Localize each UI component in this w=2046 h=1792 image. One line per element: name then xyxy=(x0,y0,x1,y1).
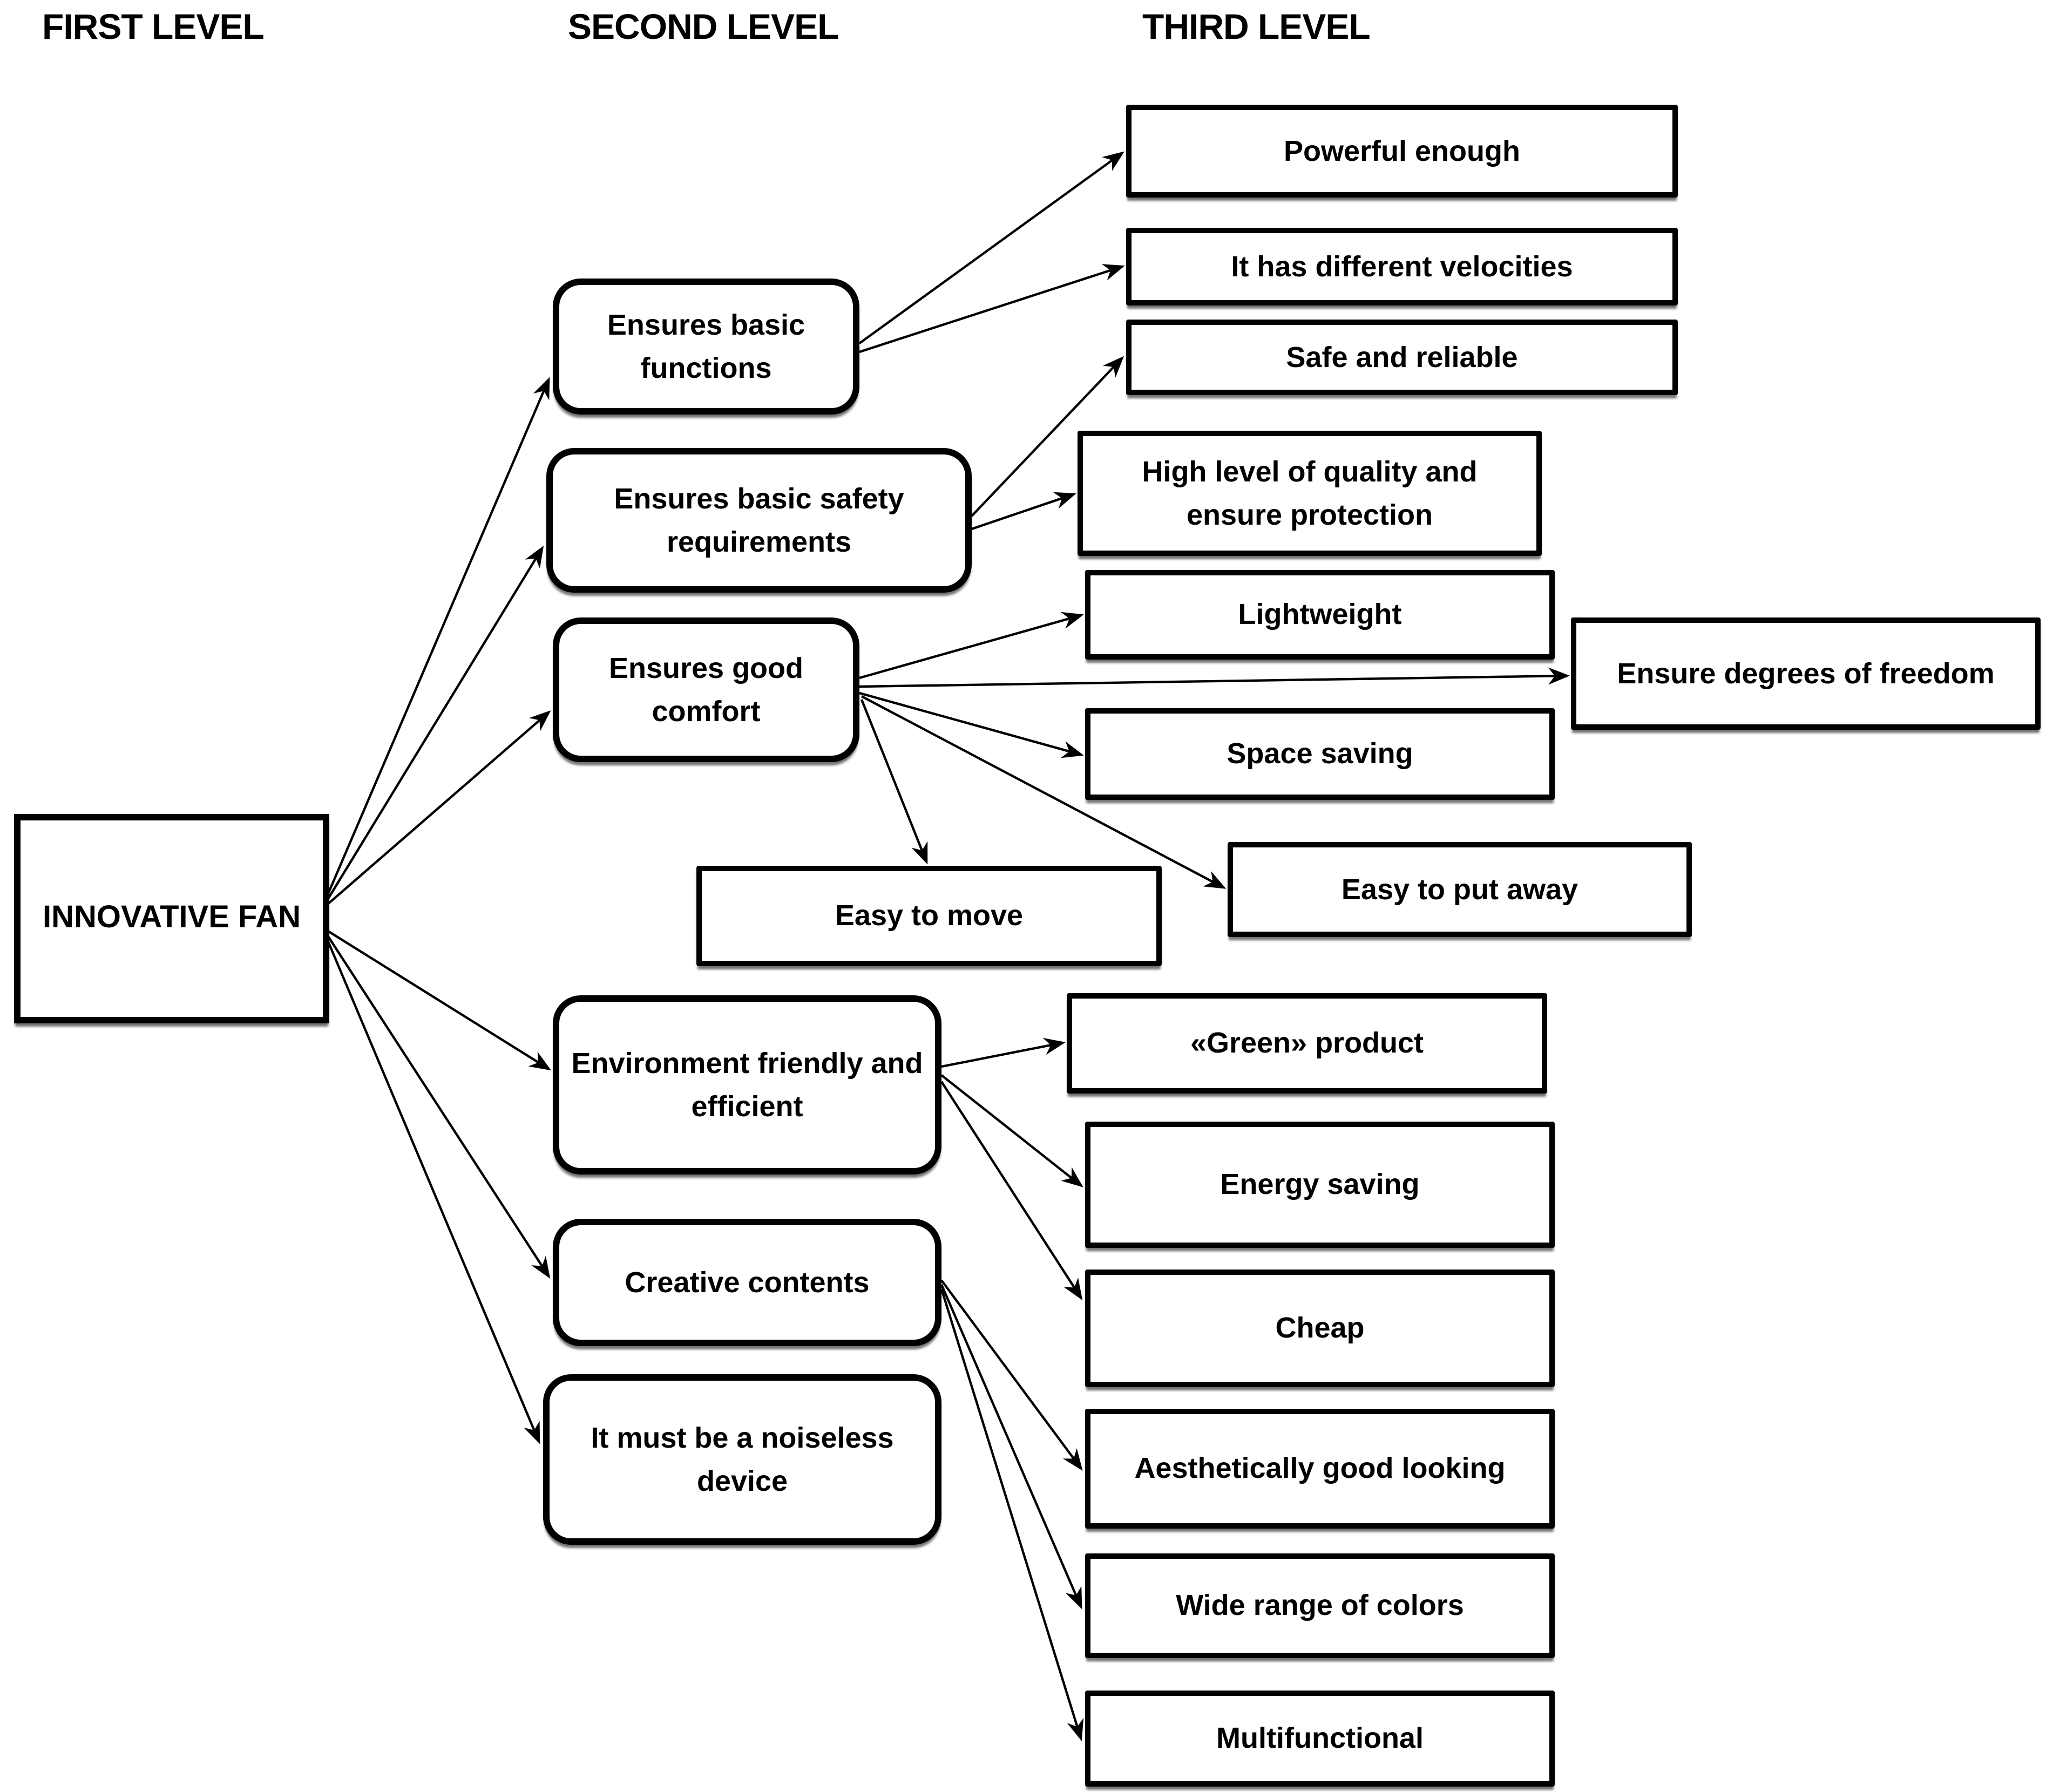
node-label: Cheap xyxy=(1275,1312,1365,1345)
node-label: Environment friendly and efficient xyxy=(571,1047,923,1123)
node-label: Safe and reliable xyxy=(1286,341,1518,374)
arrow-environment-to-green xyxy=(941,1037,1066,1068)
arrow-environment-to-cheap xyxy=(940,1081,1083,1301)
node-velocities: It has different velocities xyxy=(1126,228,1678,306)
node-label: Ensures good comfort xyxy=(608,651,804,728)
arrow-basic-functions-to-velocities xyxy=(859,264,1125,354)
arrow-comfort-to-easy-move xyxy=(860,699,928,865)
node-powerful: Powerful enough xyxy=(1126,105,1678,198)
node-label: Powerful enough xyxy=(1284,134,1520,167)
node-creative: Creative contents xyxy=(553,1219,941,1346)
arrow-fan-to-noiseless xyxy=(326,939,540,1444)
node-label: It has different velocities xyxy=(1231,250,1573,283)
node-aesthetic: Aesthetically good looking xyxy=(1085,1409,1555,1529)
node-label: Energy saving xyxy=(1220,1168,1420,1201)
arrow-environment-to-energy xyxy=(940,1074,1083,1187)
arrow-fan-to-comfort xyxy=(326,710,551,906)
node-label: INNOVATIVE FAN xyxy=(43,900,301,935)
node-energy: Energy saving xyxy=(1085,1122,1555,1248)
node-label: Ensures basic functions xyxy=(607,308,805,384)
node-label: Multifunctional xyxy=(1216,1722,1424,1755)
node-cheap: Cheap xyxy=(1085,1270,1555,1387)
arrow-comfort-to-space-saving xyxy=(859,691,1084,758)
node-safe-reliable: Safe and reliable xyxy=(1126,320,1678,395)
node-label: Ensure degrees of freedom xyxy=(1617,657,1995,690)
node-label: «Green» product xyxy=(1190,1027,1424,1060)
arrow-fan-to-basic-functions xyxy=(326,377,550,897)
node-label: Lightweight xyxy=(1238,598,1402,631)
column-header-third-level: THIRD LEVEL xyxy=(1142,6,1371,46)
node-comfort: Ensures good comfort xyxy=(553,617,859,762)
node-green: «Green» product xyxy=(1067,993,1547,1094)
arrow-safety-to-quality xyxy=(971,492,1076,531)
node-label: Creative contents xyxy=(625,1266,870,1299)
node-basic-functions: Ensures basic functions xyxy=(553,279,859,415)
node-easy-move: Easy to move xyxy=(696,866,1162,966)
node-quality: High level of quality and ensure protect… xyxy=(1078,431,1542,556)
node-environment: Environment friendly and efficient xyxy=(553,995,941,1175)
node-easy-put-away: Easy to put away xyxy=(1228,842,1692,937)
node-label: Easy to move xyxy=(835,899,1024,932)
arrow-creative-to-colors xyxy=(940,1284,1082,1610)
node-label: Ensures basic safety requirements xyxy=(614,482,904,558)
arrow-creative-to-aesthetic xyxy=(940,1279,1083,1471)
arrow-comfort-to-lightweight xyxy=(859,612,1084,680)
arrow-comfort-to-freedom xyxy=(859,667,1570,688)
node-fan: INNOVATIVE FAN xyxy=(14,814,329,1023)
node-label: High level of quality and ensure protect… xyxy=(1142,455,1478,531)
node-freedom: Ensure degrees of freedom xyxy=(1571,617,2041,730)
arrow-fan-to-environment xyxy=(326,929,552,1071)
arrow-basic-functions-to-powerful xyxy=(858,151,1124,344)
column-header-second-level: SECOND LEVEL xyxy=(568,6,839,46)
node-label: Aesthetically good looking xyxy=(1134,1452,1506,1485)
arrow-creative-to-multifunctional xyxy=(940,1288,1084,1741)
node-noiseless: It must be a noiseless device xyxy=(543,1374,941,1545)
node-colors: Wide range of colors xyxy=(1085,1553,1555,1658)
node-lightweight: Lightweight xyxy=(1085,570,1555,660)
arrow-fan-to-creative xyxy=(326,934,551,1279)
node-multifunctional: Multifunctional xyxy=(1085,1691,1555,1787)
arrow-fan-to-safety xyxy=(326,545,544,901)
node-safety: Ensures basic safety requirements xyxy=(546,448,972,593)
node-space-saving: Space saving xyxy=(1085,708,1555,800)
node-label: Wide range of colors xyxy=(1176,1589,1464,1622)
node-label: Space saving xyxy=(1227,737,1413,770)
node-label: It must be a noiseless device xyxy=(591,1421,894,1497)
column-header-first-level: FIRST LEVEL xyxy=(42,6,265,46)
node-label: Easy to put away xyxy=(1341,873,1578,906)
